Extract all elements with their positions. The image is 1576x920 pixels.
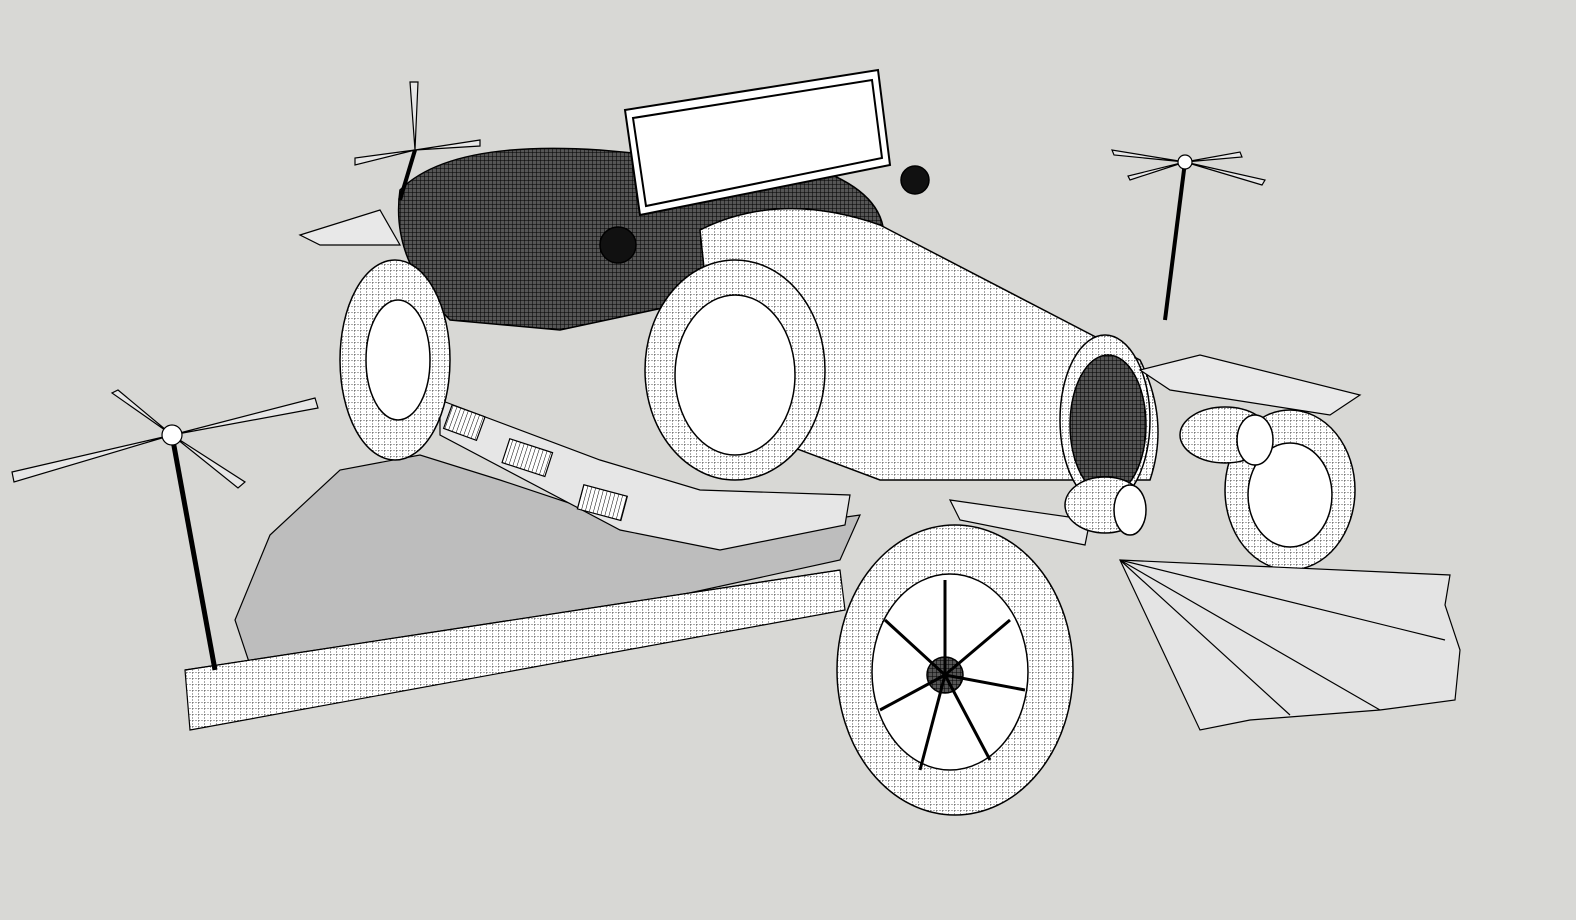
- wing: [1119, 559, 1461, 731]
- windscreen: [623, 68, 892, 217]
- headlamps: [599, 165, 1274, 536]
- spare-tyre: [644, 259, 826, 481]
- propellers: [11, 81, 1266, 671]
- running-board: [439, 399, 851, 551]
- ground-platform: [184, 454, 861, 731]
- fenders: [298, 209, 1362, 546]
